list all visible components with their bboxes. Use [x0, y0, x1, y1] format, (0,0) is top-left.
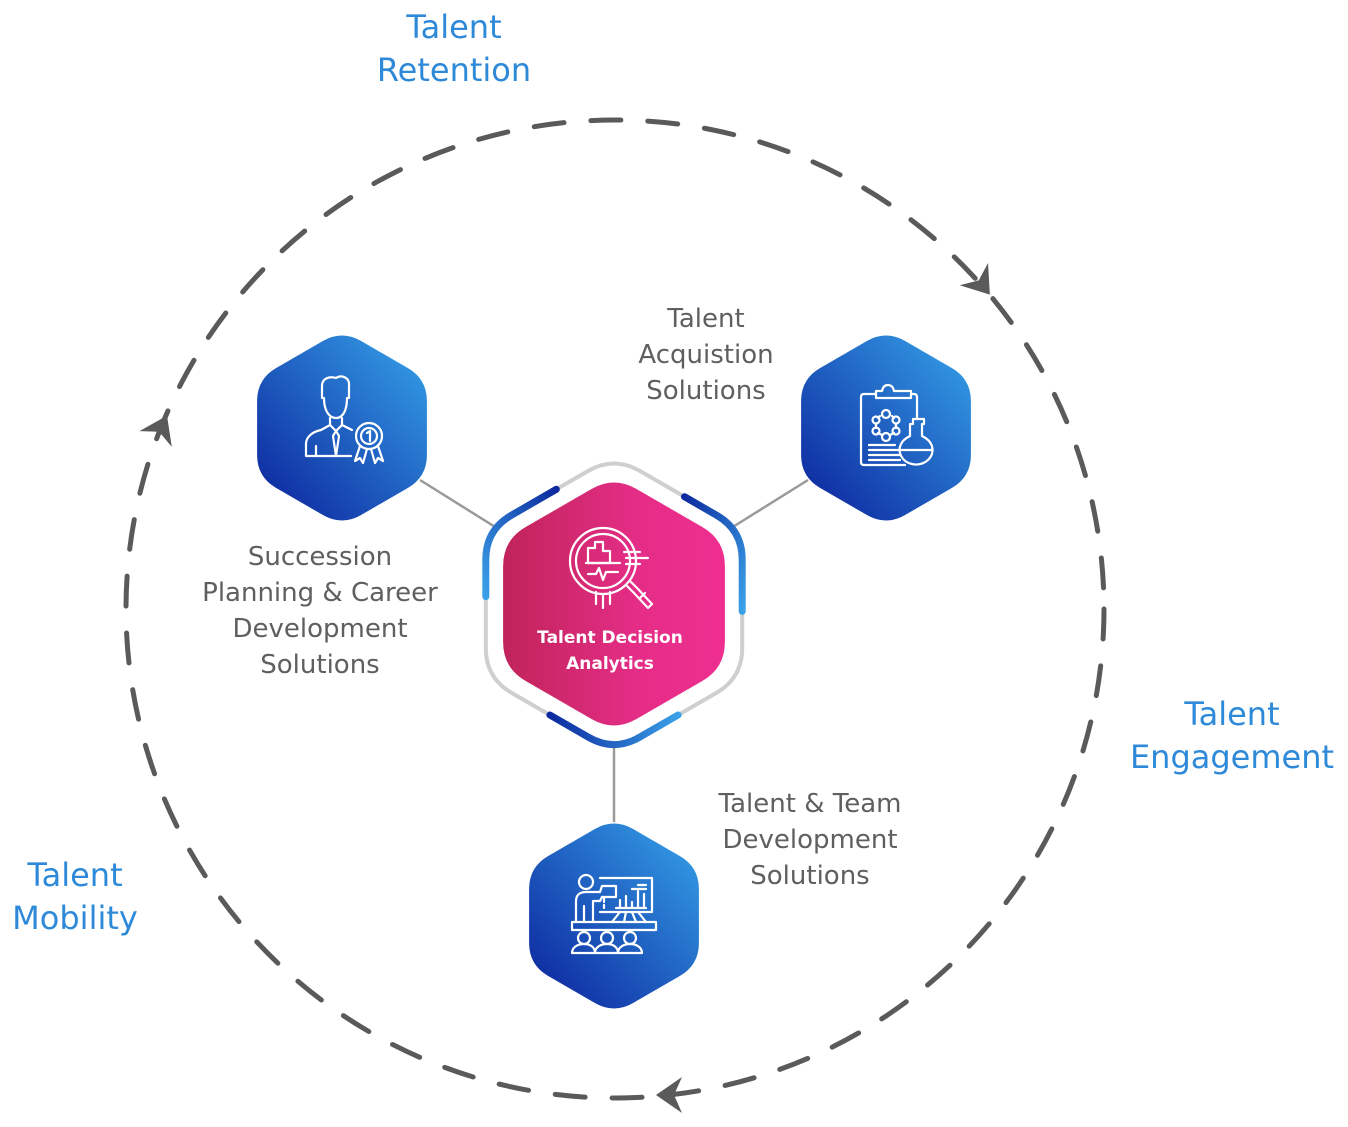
stage-label-line: Engagement — [1129, 738, 1335, 776]
node-label-line: Solutions — [260, 650, 380, 680]
stage-label-line: Talent — [27, 856, 123, 894]
acquisition-hexagon[interactable] — [801, 335, 971, 521]
arrow-head-top-right-icon — [959, 263, 990, 295]
clipboard-flask-icon — [859, 383, 934, 467]
stage-label-line: Talent — [406, 8, 502, 46]
stage-label-mobility: Talent Mobility — [0, 854, 150, 940]
employee-award-icon — [304, 375, 385, 465]
connector-succession — [419, 478, 501, 532]
node-label-acquisition: Talent Acquistion Solutions — [606, 301, 806, 409]
team-development-hexagon[interactable] — [529, 823, 699, 1009]
node-label-line: Solutions — [750, 861, 870, 891]
node-label-line: Talent & Team — [718, 789, 902, 819]
center-label: Talent Decision Analytics — [510, 625, 710, 677]
center-label-line: Analytics — [566, 654, 654, 674]
stage-label-line: Retention — [376, 51, 532, 89]
stage-label-retention: Talent Retention — [354, 6, 554, 92]
connector-acquisition — [727, 478, 809, 532]
center-hexagon[interactable] — [503, 482, 725, 726]
ring-accent-right — [681, 493, 746, 615]
node-label-line: Solutions — [646, 376, 766, 406]
stage-label-line: Talent — [1184, 695, 1280, 733]
ring-accent-left — [482, 485, 560, 601]
stage-label-engagement: Talent Engagement — [1116, 693, 1348, 779]
node-label-line: Development — [722, 825, 898, 855]
cycle-dashed-circle — [123, 117, 1107, 1101]
node-label-line: Succession — [247, 542, 393, 572]
center-label-line: Talent Decision — [537, 628, 683, 648]
node-label-line: Planning & Career — [202, 578, 438, 608]
stage-label-line: Mobility — [12, 899, 138, 937]
magnifier-chart-icon — [568, 526, 654, 610]
presentation-audience-icon — [570, 873, 658, 955]
ring-accent-bottom — [546, 711, 682, 749]
node-label-line: Talent — [667, 304, 745, 334]
node-label-line: Acquistion — [638, 340, 774, 370]
arrow-head-bottom-icon — [656, 1077, 682, 1113]
node-label-succession: Succession Planning & Career Development… — [180, 539, 460, 683]
arrow-head-left-icon — [139, 415, 172, 447]
node-label-team-development: Talent & Team Development Solutions — [690, 786, 930, 894]
succession-hexagon[interactable] — [257, 335, 427, 521]
node-label-line: Development — [232, 614, 408, 644]
